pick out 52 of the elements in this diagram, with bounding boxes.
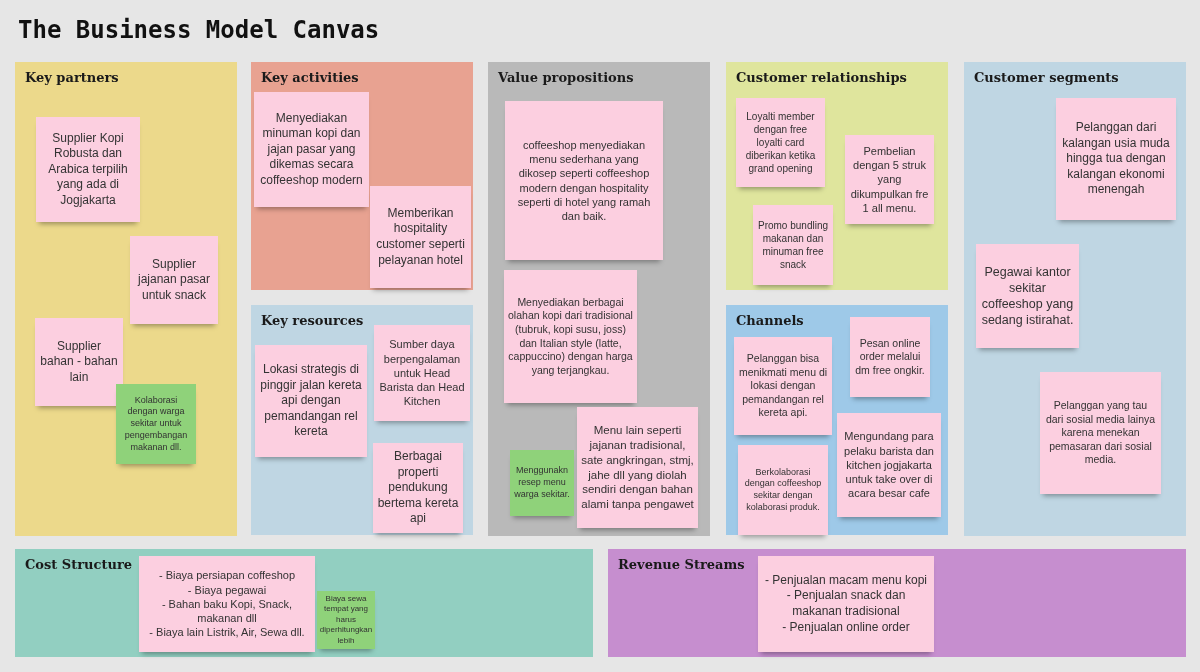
sticky-note: Berbagai properti pendukung bertema kereta api — [373, 443, 463, 533]
sticky-note: Pelanggan bisa menikmati menu di lokasi dengan pemandangan rel kereta api. — [734, 337, 832, 435]
sticky-note: Pembelian dengan 5 struk yang dikumpulkan fre 1 all menu. — [845, 135, 934, 224]
sticky-note: Pegawai kantor sekitar coffeeshop yang sedang istirahat. — [976, 244, 1079, 348]
sticky-note: Loyalti member dengan free loyalti card diberikan ketika grand opening — [736, 98, 825, 187]
sticky-note: Supplier Kopi Robusta dan Arabica terpilih yang ada di Jogjakarta — [36, 117, 140, 222]
list-item: - Penjualan macam menu kopi — [764, 572, 928, 589]
sticky-note: Kolaborasi dengan warga sekitar untuk pengembangan makanan dll. — [116, 384, 196, 464]
list-item: - Biaya pegawai — [187, 582, 267, 597]
sticky-note: Berkolaborasi dengan coffeeshop sekitar dengan kolaborasi produk. — [738, 445, 828, 535]
sticky-note: Biaya sewa tempat yang harus diperhitungkan lebih — [317, 591, 375, 649]
sticky-note: Menyediakan minuman kopi dan jajan pasar yang dikemas secara coffeeshop modern — [254, 92, 369, 207]
sticky-note: Menggunakn resep menu warga sekitar. — [510, 450, 574, 516]
sticky-note: coffeeshop menyediakan menu sederhana yang dikosep seperti coffeeshop modern dengan hospitality seperti di hotel yang ramah dan baik. — [505, 101, 663, 260]
sticky-note: Supplier bahan - bahan lain — [35, 318, 123, 406]
canvas-panel — [15, 62, 237, 536]
panel-heading: Customer relationships — [736, 70, 907, 85]
canvas-panel — [964, 62, 1186, 536]
list-item: - Bahan baku Kopi, Snack, makanan dll — [160, 596, 294, 626]
sticky-note: Mengundang para pelaku barista dan kitchen jogjakarta untuk take over di acara besar cafe — [837, 413, 941, 517]
sticky-note: Lokasi strategis di pinggir jalan kereta api dengan pemandangan rel kereta — [255, 345, 367, 457]
canvas-panel — [251, 62, 473, 290]
canvas-panel — [726, 305, 948, 535]
panel-heading: Cost Structure — [25, 557, 133, 572]
list-item: - Biaya persiapan coffeshop — [158, 568, 296, 583]
canvas-panel — [488, 62, 710, 536]
sticky-note: Supplier jajanan pasar untuk snack — [130, 236, 218, 324]
list-item: - Biaya lain Listrik, Air, Sewa dll. — [149, 625, 305, 640]
canvas-panel — [608, 549, 1186, 657]
sticky-note: Menyediakan berbagai olahan kopi dari tradisional (tubruk, kopi susu, joss) dan Italian style (latte, cappuccino) dengan harga yang terjangkau. — [504, 270, 637, 403]
sticky-note: Pesan online order melalui dm free ongkir. — [850, 317, 930, 397]
sticky-note — [139, 556, 315, 652]
sticky-note: Pelanggan yang tau dari sosial media lainya karena menekan pemasaran dari sosial media. — [1040, 372, 1161, 494]
panel-heading: Key activities — [261, 70, 359, 85]
title: The Business Model Canvas — [18, 16, 380, 44]
sticky-note: Sumber daya berpengalaman untuk Head Barista dan Head Kitchen — [374, 325, 470, 421]
panel-heading: Channels — [736, 313, 804, 328]
sticky-note: Memberikan hospitality customer seperti pelayanan hotel — [370, 186, 471, 288]
list-item: - Penjualan snack dan makanan tradisional — [785, 588, 907, 620]
sticky-note — [758, 556, 934, 652]
list-item: - Penjualan online order — [782, 619, 910, 636]
panel-heading: Key partners — [25, 70, 119, 85]
sticky-note: Pelanggan dari kalangan usia muda hingga tua dengan kalangan ekonomi menengah — [1056, 98, 1176, 220]
panel-heading: Value propositions — [498, 70, 634, 85]
panel-heading: Customer segments — [974, 70, 1119, 85]
sticky-note: Menu lain seperti jajanan tradisional, sate angkringan, stmj, jahe dll yang diolah sendiri dengan bahan alami tanpa pengawet — [577, 407, 698, 528]
panel-heading: Revenue Streams — [618, 557, 745, 572]
canvas-panel — [15, 549, 593, 657]
panel-heading: Key resources — [261, 313, 364, 328]
canvas-panel — [726, 62, 948, 290]
canvas-panel — [251, 305, 473, 535]
sticky-note: Promo bundling makanan dan minuman free snack — [753, 205, 833, 285]
